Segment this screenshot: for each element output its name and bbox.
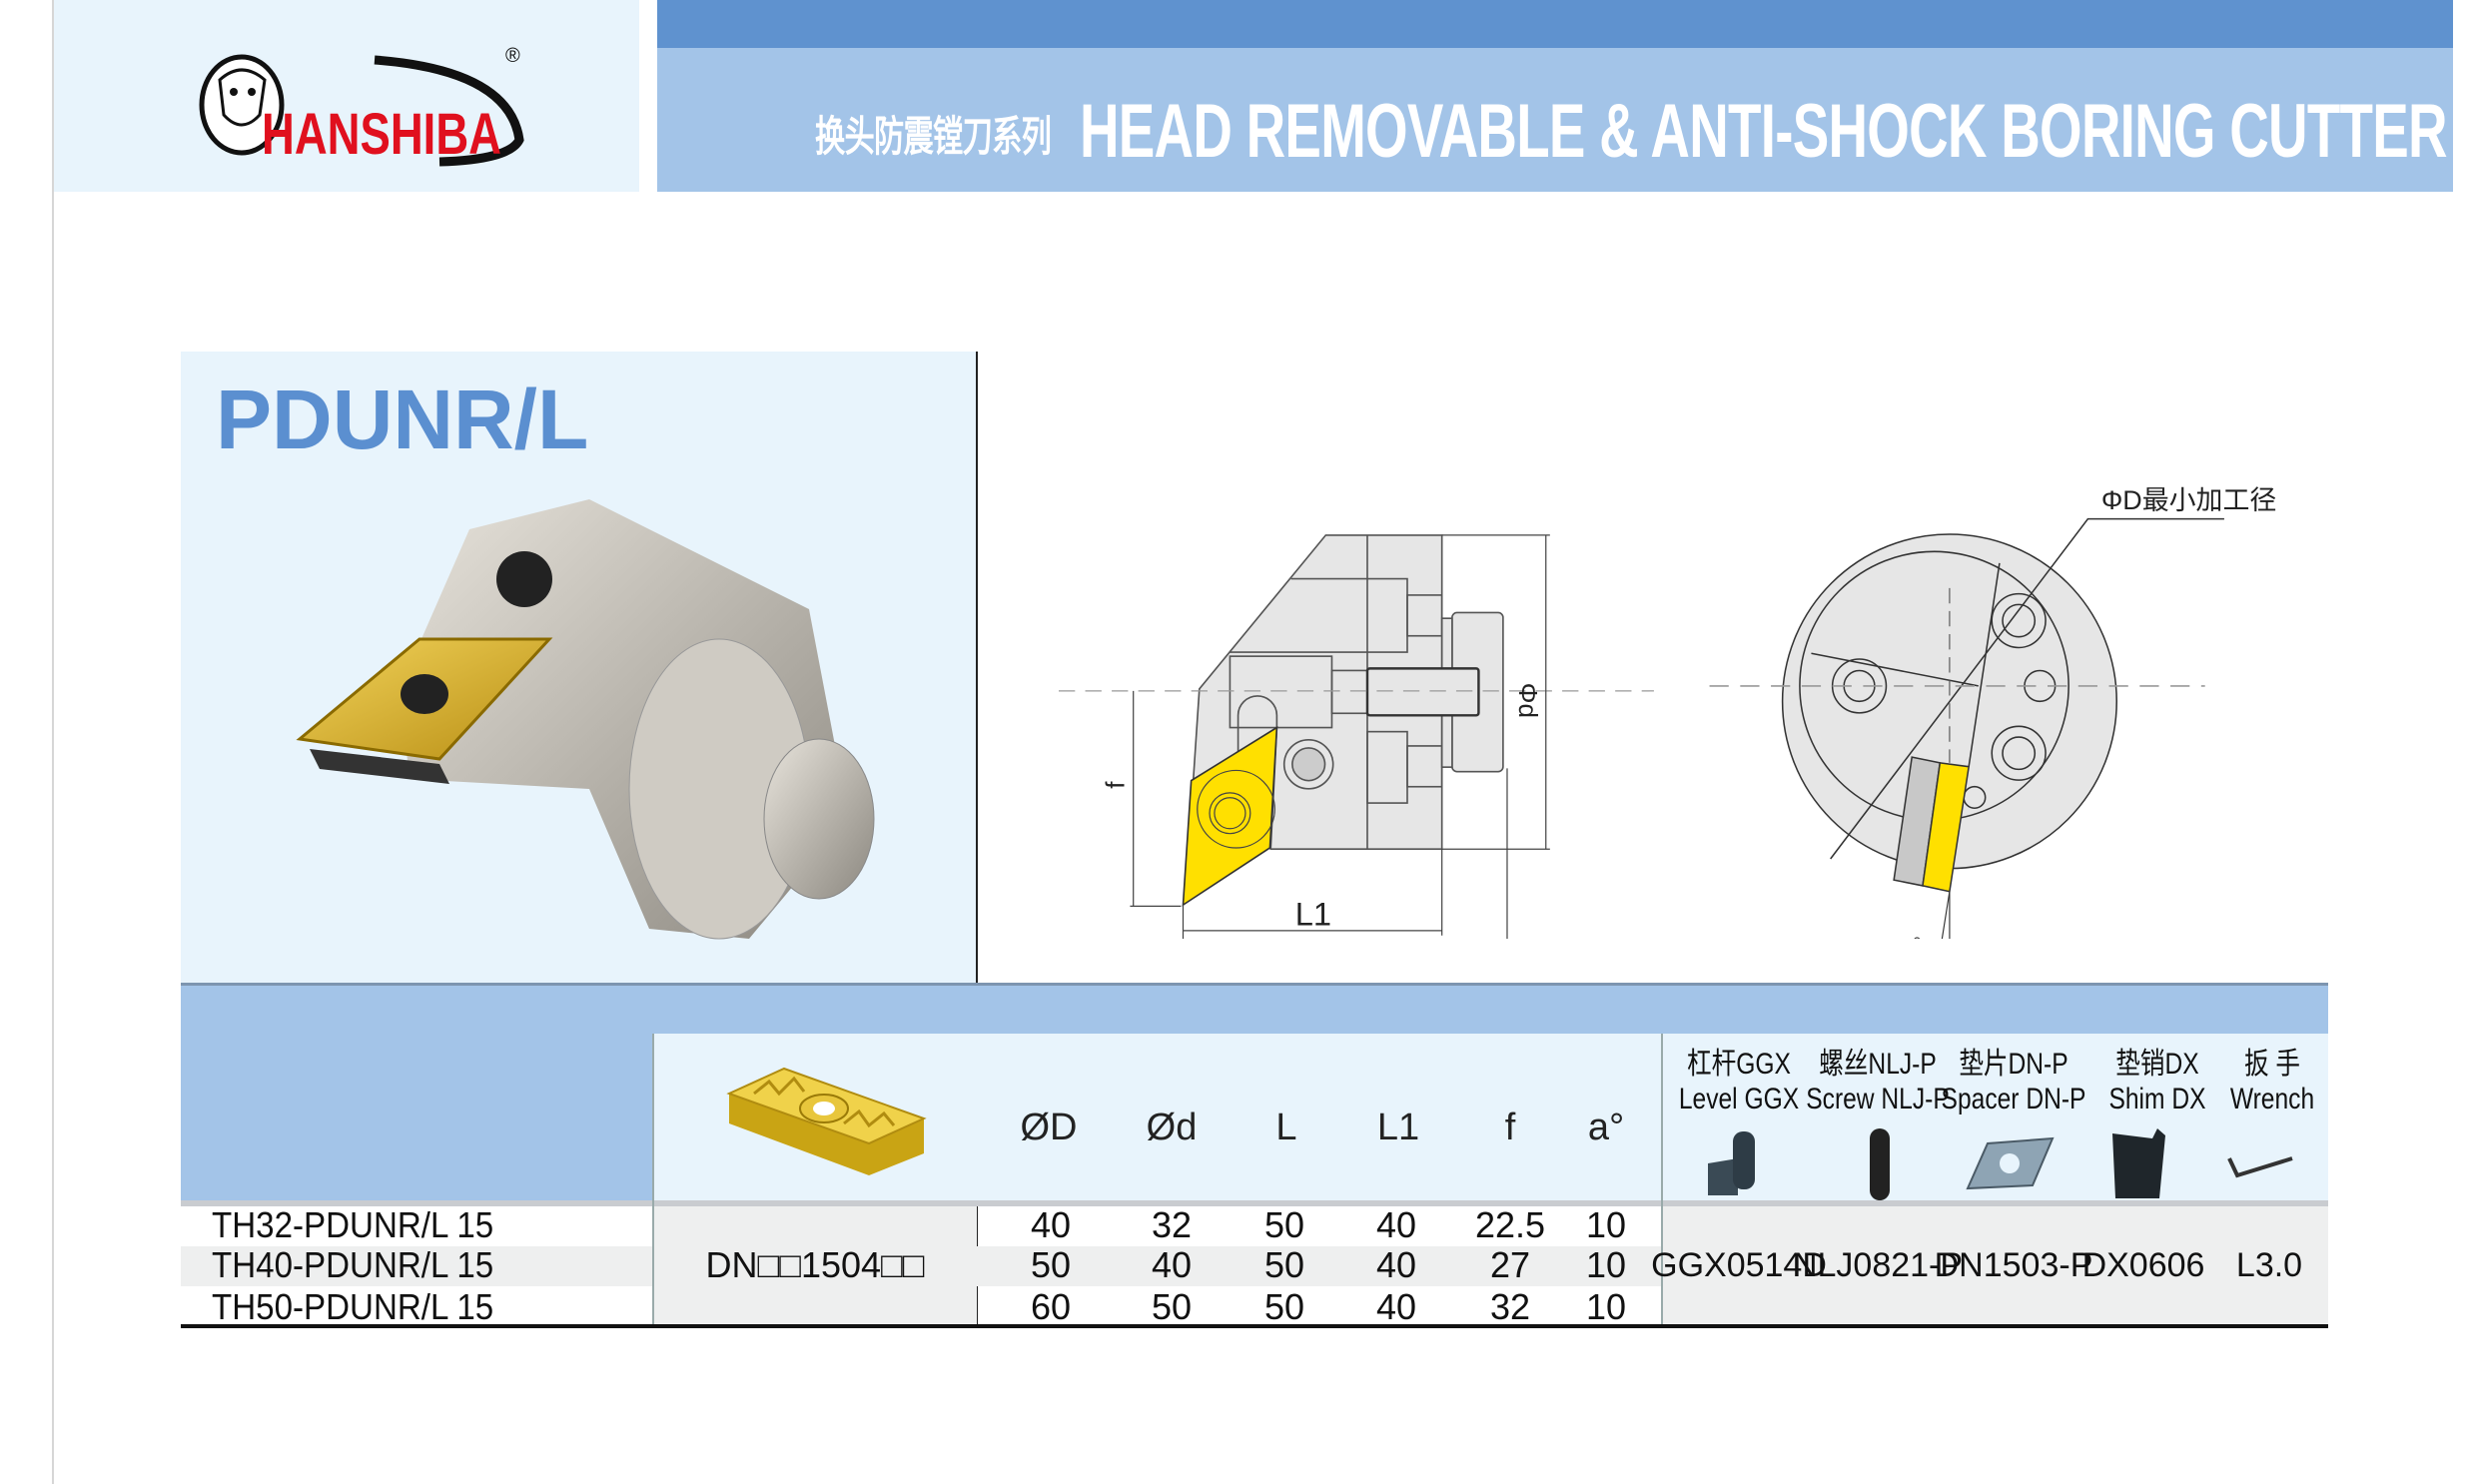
- part-cn: 杠杆GGX: [1687, 1048, 1791, 1081]
- dim-header-d: Ød: [1146, 1107, 1198, 1148]
- part-code: NLJ0821-P: [1792, 1246, 1964, 1284]
- logo-panel: HANSHIBA ®: [54, 0, 639, 192]
- dim-f-label: f: [1100, 781, 1130, 789]
- part-en: Shim DX: [2108, 1083, 2206, 1115]
- parts-cell: [1662, 1206, 2328, 1326]
- col-divider: [1661, 1034, 1663, 1326]
- table-bottom-rule: [181, 1324, 2328, 1328]
- product-title: PDUNR/L: [216, 372, 589, 466]
- dim-header-L: L: [1275, 1107, 1297, 1148]
- brand-text: HANSHIBA: [262, 102, 501, 167]
- dim-header-L1: L1: [1376, 1107, 1420, 1148]
- front-view-drawing: ΦD最小加工径 α°: [1709, 485, 2276, 939]
- title-cn: 换头防震镗刀系列: [815, 113, 1052, 160]
- insert-image: [726, 1067, 927, 1175]
- part-code: DX0606: [2081, 1246, 2205, 1284]
- cell-D: 40: [1030, 1204, 1072, 1245]
- dim-header-f: f: [1504, 1107, 1516, 1148]
- registered-mark: ®: [505, 45, 520, 67]
- part-cn: 垫销DX: [2115, 1048, 2199, 1081]
- table-header-model-cell: [181, 1034, 653, 1200]
- cell-L: 50: [1263, 1244, 1305, 1285]
- side-view-drawing: f Φd L1 L: [1059, 534, 1654, 939]
- shim-icon: [2112, 1128, 2165, 1198]
- part-code: DN1503-P: [1934, 1246, 2093, 1284]
- col-divider: [1661, 1206, 1663, 1326]
- dim-header-a: a°: [1587, 1107, 1625, 1148]
- dim-l1-label: L1: [1295, 896, 1331, 933]
- part-en: Wrench: [2229, 1083, 2315, 1115]
- cell-L: 50: [1263, 1204, 1305, 1245]
- cell-D: 50: [1030, 1244, 1072, 1285]
- cell-f: 22.5: [1474, 1204, 1546, 1245]
- col-divider: [652, 1034, 654, 1326]
- insert-cell: [653, 1206, 977, 1326]
- cell-d: 40: [1151, 1244, 1193, 1285]
- part-cn: 垫片DN-P: [1959, 1048, 2068, 1081]
- part-en: Screw NLJ-P: [1806, 1083, 1950, 1115]
- page-title: 换头防震镗刀系列 HEAD REMOVABLE & ANTI-SHOCK BORI…: [815, 88, 2448, 175]
- cell-L1: 40: [1375, 1286, 1417, 1327]
- cell-a: 10: [1585, 1244, 1627, 1285]
- cell-L1: 40: [1375, 1204, 1417, 1245]
- cell-D: 60: [1030, 1286, 1072, 1327]
- part-cn: 扳 手: [2243, 1048, 2301, 1081]
- part-code: GGX0514D: [1651, 1246, 1827, 1284]
- insert-yellow: [1182, 726, 1278, 907]
- product-photo: [296, 499, 875, 940]
- lever-icon: [1708, 1131, 1755, 1195]
- parts-icons: [1708, 1128, 2293, 1200]
- cell-a: 10: [1585, 1204, 1627, 1245]
- model-cell: TH40-PDUNR/L 15: [212, 1244, 494, 1285]
- cell-a: 10: [1585, 1286, 1627, 1327]
- table-band: [181, 983, 2328, 1034]
- wrench-icon: [2227, 1156, 2293, 1178]
- spacer-icon: [1966, 1136, 2055, 1190]
- cell-L1: 40: [1375, 1244, 1417, 1285]
- header-bar-light: [657, 48, 2453, 192]
- cell-f: 27: [1489, 1244, 1531, 1285]
- dim-d-label: Φd: [1513, 683, 1543, 718]
- cell-d: 50: [1151, 1286, 1193, 1327]
- part-cn: 螺丝NLJ-P: [1819, 1048, 1937, 1081]
- header-bar-dark: [657, 0, 2453, 48]
- dim-header-D: ØD: [1020, 1107, 1078, 1148]
- cell-d: 32: [1151, 1204, 1193, 1245]
- model-cell: TH50-PDUNR/L 15: [212, 1286, 494, 1327]
- alpha-label: α°: [1900, 932, 1921, 939]
- panel-divider: [976, 352, 978, 1326]
- col-divider: [652, 1206, 654, 1326]
- part-code: L3.0: [2235, 1246, 2303, 1284]
- cell-L: 50: [1263, 1286, 1305, 1327]
- insert-code: DN□□1504□□: [705, 1244, 925, 1285]
- part-en: Level GGX: [1678, 1083, 1800, 1115]
- model-cell: TH32-PDUNR/L 15: [212, 1204, 494, 1245]
- title-en: HEAD REMOVABLE & ANTI-SHOCK BORING CUTTE…: [1079, 89, 2448, 174]
- screw-icon: [1870, 1128, 1890, 1200]
- min-dia-label: ΦD最小加工径: [2101, 485, 2276, 515]
- cell-f: 32: [1489, 1286, 1531, 1327]
- hanshiba-logo: HANSHIBA ®: [199, 45, 524, 167]
- part-en: Spacer DN-P: [1941, 1083, 2086, 1115]
- page-margin-line: [52, 0, 54, 1484]
